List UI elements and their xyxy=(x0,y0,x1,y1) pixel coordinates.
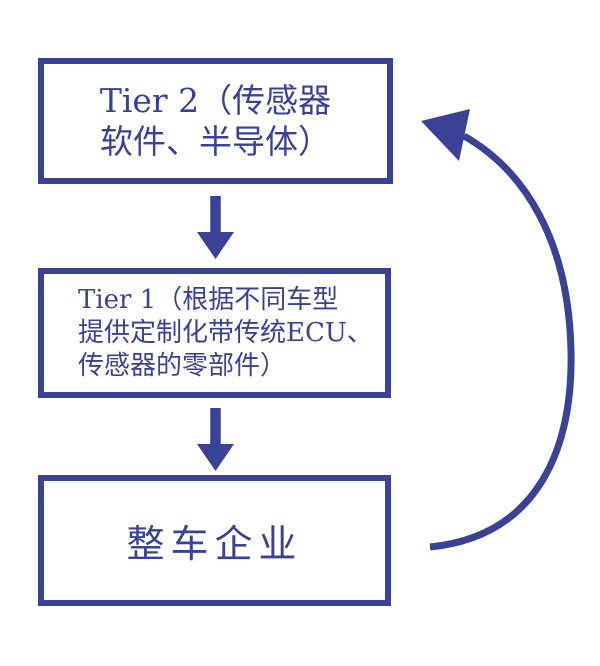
node-tier1-line-2: 提供定制化带传统ECU、 xyxy=(78,317,373,348)
node-tier1: Tier 1（根据不同车型 提供定制化带传统ECU、 传感器的零部件） xyxy=(38,268,391,398)
node-tier2-line-1: Tier 2（传感器 xyxy=(99,81,332,120)
node-oem-label: 整车企业 xyxy=(126,522,303,566)
node-tier1-line-3: 传感器的零部件） xyxy=(78,350,287,381)
down-arrow-tier2-to-tier1-icon xyxy=(197,196,234,259)
node-tier2-line-2: 软件、半导体） xyxy=(100,122,331,161)
node-tier1-line-1: Tier 1（根据不同车型 xyxy=(78,284,339,315)
node-oem: 整车企业 xyxy=(38,475,391,606)
curved-return-arrow-icon xyxy=(421,109,575,551)
down-arrow-tier1-to-oem-icon xyxy=(197,408,234,471)
node-tier2: Tier 2（传感器 软件、半导体） xyxy=(38,58,393,184)
